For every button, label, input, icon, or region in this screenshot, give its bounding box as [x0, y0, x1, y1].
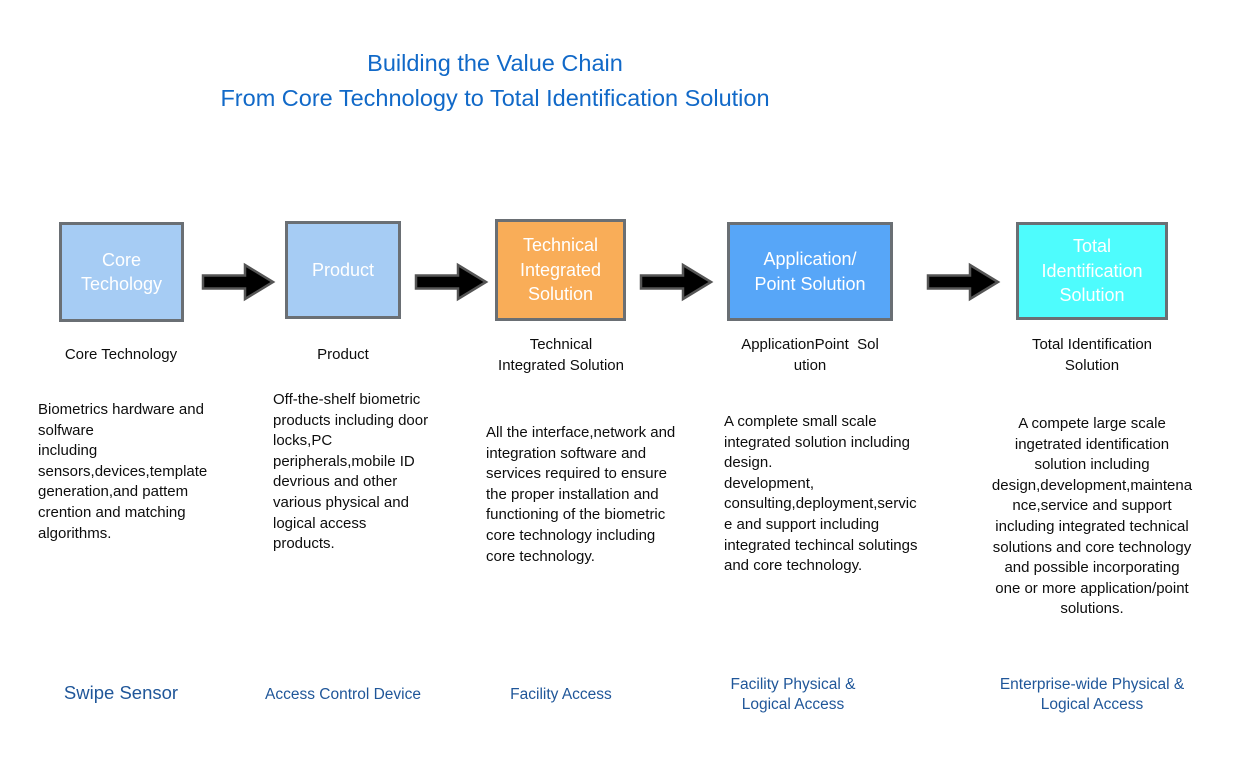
arrow-right-icon — [201, 262, 276, 302]
stage-bottom-label-facility-physical-logical-access: Facility Physical & Logical Access — [730, 676, 856, 713]
stage-caption-technical-integrated-solution: Technical Integrated Solution — [498, 336, 624, 374]
stage-caption-total-identification-solution: Total Identification Solution — [1031, 336, 1153, 374]
stage-box-total-identification-solution: Total Identification Solution — [1016, 222, 1168, 320]
stage-bottom-label-facility-access: Facility Access — [510, 686, 612, 703]
stage-description-technical-integrated-solution: All the interface,network and integratio… — [486, 424, 676, 565]
stage-description-total-identification-solution: A compete large scale ingetrated identif… — [991, 415, 1193, 618]
arrow-right-icon — [414, 262, 489, 302]
page-title: Building the Value Chain From Core Techn… — [220, 50, 770, 111]
arrow-right-icon — [926, 262, 1001, 302]
stage-box-product: Product — [285, 221, 401, 319]
stage-bottom-label-access-control-device: Access Control Device — [265, 686, 421, 703]
stage-description-application-point-solution: A complete small scale integrated soluti… — [724, 413, 918, 575]
stage-bottom-label-enterprise-wide-physical-logical-access: Enterprise-wide Physical & Logical Acces… — [999, 676, 1185, 713]
stage-bottom-label-swipe-sensor: Swipe Sensor — [63, 682, 179, 703]
stage-box-application-point-solution: Application/ Point Solution — [727, 222, 893, 321]
stage-caption-core-technology: Core Technology — [64, 346, 178, 363]
stage-box-technical-integrated-solution: Technical Integrated Solution — [495, 219, 626, 321]
stage-description-product: Off-the-shelf biometric products includi… — [273, 391, 429, 553]
arrow-right-icon — [639, 262, 714, 302]
stage-description-core-technology: Biometrics hardware and solfware includi… — [38, 401, 208, 542]
stage-box-core-technology: Core Techology — [59, 222, 184, 322]
stage-caption-application-point-solution: ApplicationPoint Sol ution — [741, 336, 879, 374]
stage-caption-product: Product — [317, 346, 369, 363]
